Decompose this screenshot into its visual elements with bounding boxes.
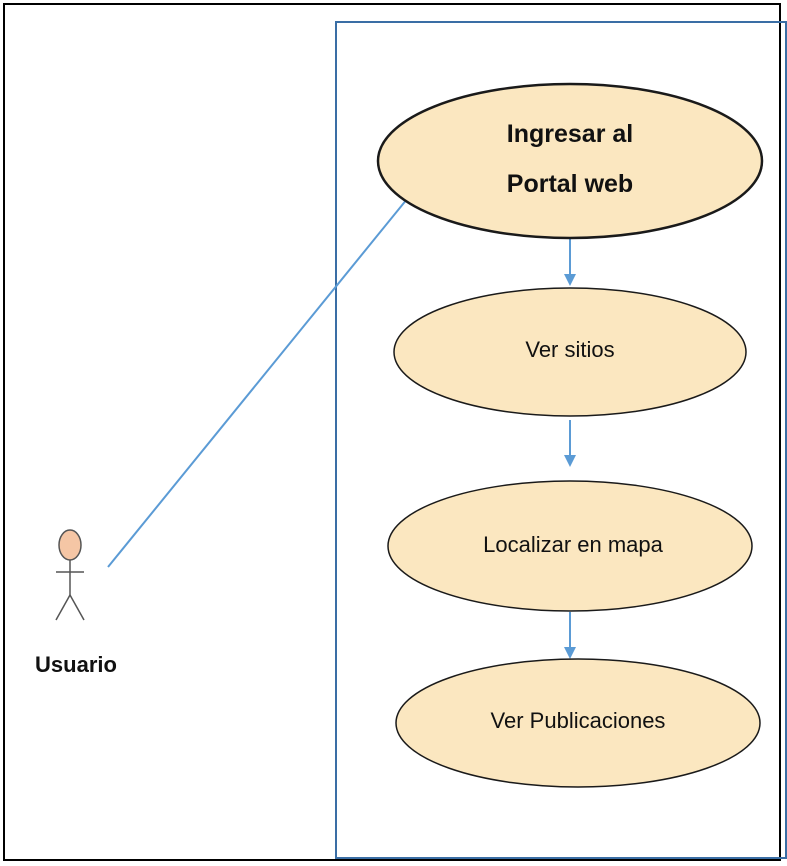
use-case-ellipse xyxy=(393,287,747,417)
actor-right-leg xyxy=(69,594,85,621)
association-arrow xyxy=(107,186,418,568)
use-case-label: Ver Publicaciones xyxy=(491,708,666,733)
use-case-label-line2: Portal web xyxy=(507,170,633,198)
use-case-localizar-mapa: Localizar en mapa xyxy=(387,480,753,612)
use-case-ellipse xyxy=(376,82,764,240)
use-case-label-line1: Ingresar al xyxy=(507,120,633,148)
use-case-ver-publicaciones: Ver Publicaciones xyxy=(395,658,761,788)
system-boundary xyxy=(335,21,787,859)
actor-head xyxy=(58,529,82,561)
actor-label: Usuario xyxy=(35,652,117,677)
image-frame xyxy=(3,3,781,861)
actor-usuario: Usuario xyxy=(35,529,117,677)
use-case-ellipse xyxy=(387,480,753,612)
actor-left-leg xyxy=(55,594,71,621)
use-case-ver-sitios: Ver sitios xyxy=(393,287,747,417)
use-case-ellipse xyxy=(395,658,761,788)
use-case-label: Localizar en mapa xyxy=(483,532,664,557)
use-case-label: Ver sitios xyxy=(525,337,614,362)
use-case-ingresar-portal: Ingresar al Portal web xyxy=(376,82,764,240)
